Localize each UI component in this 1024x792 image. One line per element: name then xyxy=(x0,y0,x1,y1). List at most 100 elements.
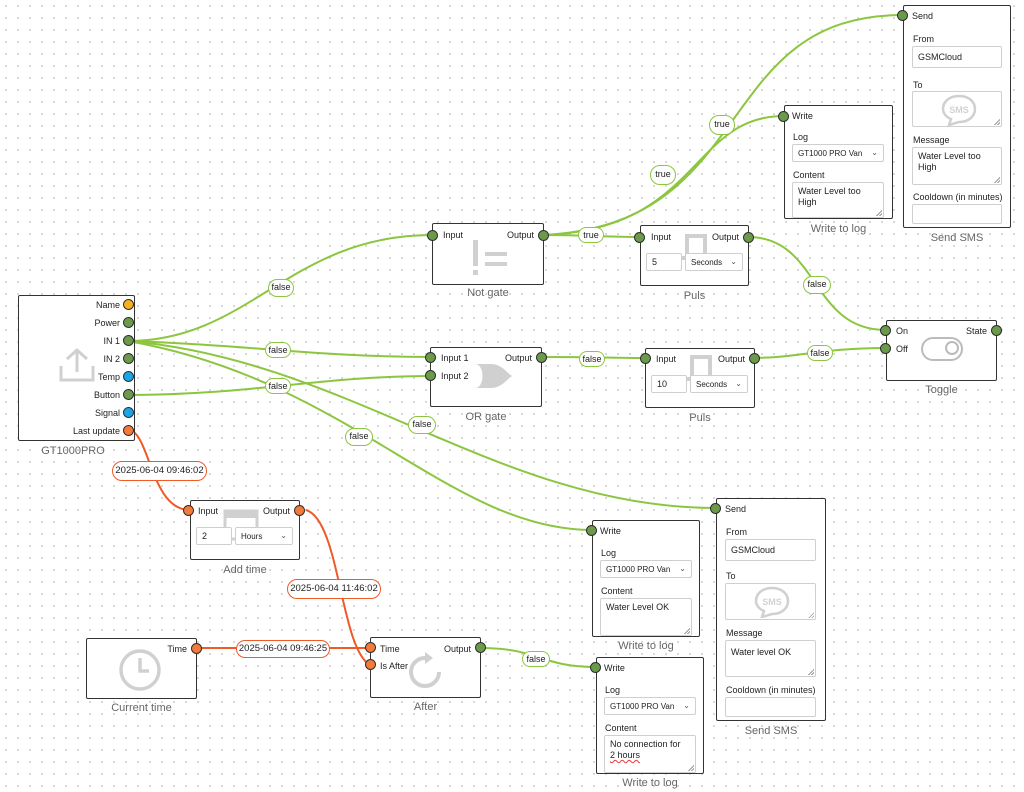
puls-mid-title: Puls xyxy=(689,412,711,424)
write-log-node-top[interactable]: Write Log GT1000 PRO Van ⌄ Content Water… xyxy=(784,105,893,219)
toggle-state-port[interactable] xyxy=(991,325,1002,336)
edge-label-ts-last-update[interactable]: 2025-06-04 09:46:02 xyxy=(112,461,207,481)
puls-node-top[interactable]: Input Output 5 Seconds ⌄ xyxy=(640,225,749,286)
write-mid-log-select[interactable]: GT1000 PRO Van ⌄ xyxy=(600,560,692,578)
after-node[interactable]: Time Is After Output xyxy=(370,637,481,698)
write-log-node-mid[interactable]: Write Log GT1000 PRO Van ⌄ Content Water… xyxy=(592,520,700,637)
write-top-port[interactable] xyxy=(778,111,789,122)
sms-top-message-textarea[interactable]: Water Level too High xyxy=(912,147,1002,185)
port-in2[interactable] xyxy=(123,353,134,364)
sms-bot-message-textarea[interactable]: Water level OK xyxy=(725,640,816,677)
edge-label-ts-add-time[interactable]: 2025-06-04 11:46:02 xyxy=(287,579,381,599)
not-output-port[interactable] xyxy=(538,230,549,241)
write-top-log-select[interactable]: GT1000 PRO Van ⌄ xyxy=(792,144,884,162)
edge-label-false-write-mid[interactable]: false xyxy=(345,428,373,446)
toggle-off-port[interactable] xyxy=(880,343,891,354)
puls-top-unit-value: Seconds xyxy=(691,258,723,267)
edge-label-false-not[interactable]: false xyxy=(268,279,294,297)
port-signal[interactable] xyxy=(123,407,134,418)
or-output-port[interactable] xyxy=(536,352,547,363)
write-top-log-value: GT1000 PRO Van xyxy=(798,149,863,158)
edge-label-true-write-top[interactable]: true xyxy=(650,165,676,185)
addtime-output-port[interactable] xyxy=(294,505,305,516)
write-mid-port[interactable] xyxy=(586,525,597,536)
edge-label-true-sms-top[interactable]: true xyxy=(709,115,735,135)
send-sms-node-bottom[interactable]: Send From GSMCloud To SMS Message Water … xyxy=(716,498,826,721)
edge-label-false-pulstop-toggle[interactable]: false xyxy=(803,276,831,294)
write-top-content-textarea[interactable]: Water Level too High xyxy=(792,182,884,218)
write-mid-content-textarea[interactable]: Water Level OK xyxy=(600,598,692,636)
chevron-down-icon: ⌄ xyxy=(871,148,878,157)
sms-bot-from-input[interactable]: GSMCloud xyxy=(725,539,816,561)
edge-label-false-after-write[interactable]: false xyxy=(522,651,550,667)
sms-top-cooldown-label: Cooldown (in minutes) xyxy=(913,192,1003,202)
sms-top-cooldown-input[interactable] xyxy=(912,204,1002,224)
device-node-gt1000pro[interactable]: Name Power IN 1 IN 2 Temp Button Signal … xyxy=(18,295,135,441)
after-output-port[interactable] xyxy=(475,642,486,653)
send-sms-node-top[interactable]: Send From GSMCloud To SMS Message Water … xyxy=(903,5,1011,228)
sms-top-from-label: From xyxy=(913,34,934,44)
not-gate-node[interactable]: Input Output xyxy=(432,223,544,285)
write-bot-port[interactable] xyxy=(590,662,601,673)
sms-bot-port[interactable] xyxy=(710,503,721,514)
puls-mid-unit-select[interactable]: Seconds ⌄ xyxy=(690,375,748,393)
write-log-node-bottom[interactable]: Write Log GT1000 PRO Van ⌄ Content No co… xyxy=(596,657,704,774)
or-input2-port[interactable] xyxy=(425,370,436,381)
resize-handle[interactable] xyxy=(684,628,690,634)
port-last-update[interactable] xyxy=(123,425,134,436)
port-in1[interactable] xyxy=(123,335,134,346)
edge-label-false-or-puls[interactable]: false xyxy=(579,351,605,367)
puls-top-unit-select[interactable]: Seconds ⌄ xyxy=(685,253,743,271)
puls-node-mid[interactable]: Input Output 10 Seconds ⌄ xyxy=(645,348,755,408)
or-input1-port[interactable] xyxy=(425,352,436,363)
port-label-temp: Temp xyxy=(97,372,120,382)
sms-top-to-textarea[interactable]: SMS xyxy=(912,91,1002,127)
add-time-node[interactable]: Input Output 2 Hours ⌄ xyxy=(190,500,300,560)
addtime-unit-select[interactable]: Hours ⌄ xyxy=(235,527,293,545)
after-isafter-port[interactable] xyxy=(365,659,376,670)
edge-label-false-in1-or[interactable]: false xyxy=(265,342,291,358)
current-time-node[interactable]: Time xyxy=(86,638,197,699)
after-time-port[interactable] xyxy=(365,642,376,653)
after-time-label: Time xyxy=(380,644,400,654)
puls-top-input-port[interactable] xyxy=(634,232,645,243)
resize-handle[interactable] xyxy=(994,177,1000,183)
puls-top-output-port[interactable] xyxy=(743,232,754,243)
edge-label-false-sms-bot[interactable]: false xyxy=(408,416,436,434)
port-temp[interactable] xyxy=(123,371,134,382)
puls-mid-input-port[interactable] xyxy=(640,353,651,364)
sms-bot-to-textarea[interactable]: SMS xyxy=(725,583,816,620)
port-name[interactable] xyxy=(123,299,134,310)
write-bot-label: Write xyxy=(604,663,625,673)
sms-top-from-input[interactable]: GSMCloud xyxy=(912,46,1002,68)
addtime-amount-input[interactable]: 2 xyxy=(196,527,232,545)
port-button[interactable] xyxy=(123,389,134,400)
resize-handle[interactable] xyxy=(876,210,882,216)
write-bot-content-textarea[interactable]: No connection for 2 hours xyxy=(604,735,696,773)
edge-label-ts-current-time[interactable]: 2025-06-04 09:46:25 xyxy=(236,640,330,658)
edge-label-false-button-or[interactable]: false xyxy=(265,378,291,394)
current-time-port[interactable] xyxy=(191,643,202,654)
or-gate-node[interactable]: Input 1 Input 2 Output xyxy=(430,347,542,407)
or-input1-label: Input 1 xyxy=(441,353,469,363)
toggle-node[interactable]: On Off State xyxy=(886,320,997,381)
sms-bot-cooldown-input[interactable] xyxy=(725,697,816,717)
resize-handle[interactable] xyxy=(688,765,694,771)
resize-handle[interactable] xyxy=(808,612,814,618)
write-bot-log-select[interactable]: GT1000 PRO Van ⌄ xyxy=(604,697,696,715)
puls-top-title: Puls xyxy=(683,290,706,302)
edge-label-false-puls-toggle[interactable]: false xyxy=(807,345,833,361)
puls-mid-duration-input[interactable]: 10 xyxy=(651,375,687,393)
clock-icon xyxy=(119,649,161,691)
toggle-on-port[interactable] xyxy=(880,325,891,336)
sms-bot-send-label: Send xyxy=(725,504,747,514)
resize-handle[interactable] xyxy=(808,669,814,675)
puls-top-duration-input[interactable]: 5 xyxy=(646,253,682,271)
port-power[interactable] xyxy=(123,317,134,328)
not-input-port[interactable] xyxy=(427,230,438,241)
resize-handle[interactable] xyxy=(994,119,1000,125)
sms-top-port[interactable] xyxy=(897,10,908,21)
addtime-input-port[interactable] xyxy=(183,505,194,516)
puls-mid-output-port[interactable] xyxy=(749,353,760,364)
edge-label-true-not[interactable]: true xyxy=(578,227,604,243)
